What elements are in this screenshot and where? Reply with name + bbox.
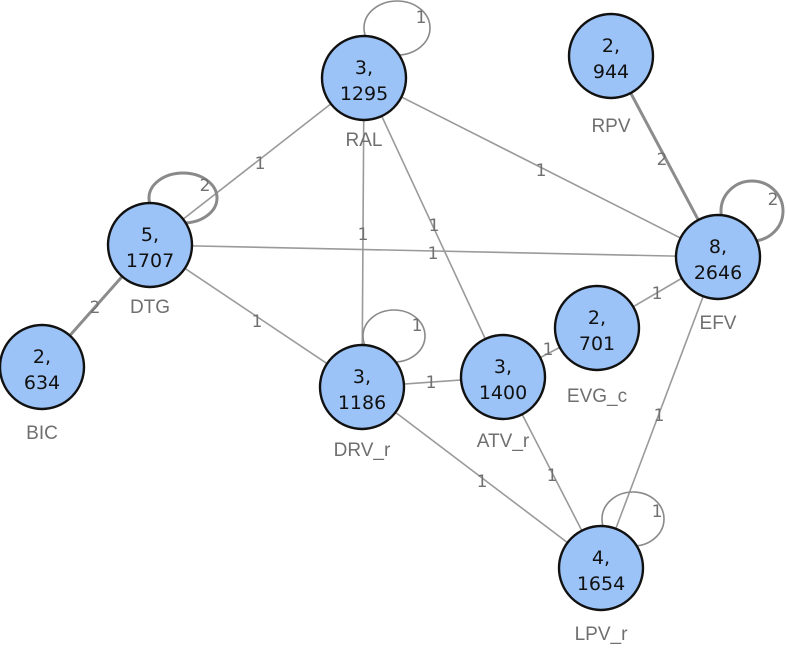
node-weight-text: 1707 (126, 250, 174, 272)
node-degree-text: 8, (709, 236, 727, 258)
node-circle (320, 34, 408, 122)
node-name-label: RAL (346, 130, 383, 151)
node-weight-text: 1295 (340, 83, 388, 105)
edge-labels-layer: 1 1 1 2 1 1 1 2 1 1 1 1 1 1 1 2 2 1 1 (90, 8, 779, 522)
edge-weight-label: 1 (654, 406, 665, 426)
edge-weight-label: 1 (477, 472, 488, 492)
node-degree-text: 2, (602, 35, 620, 57)
edge-dtg-ral (149, 77, 365, 246)
node-weight-text: 944 (593, 61, 629, 83)
node-name-label: DTG (130, 297, 170, 318)
self-loop-weight-label: 1 (412, 316, 423, 336)
edge-weight-label: 1 (358, 225, 369, 245)
node-degree-text: 4, (592, 547, 610, 569)
edge-ral-efv (363, 77, 719, 258)
node-degree-text: 2, (33, 346, 51, 368)
node-weight-text: 701 (579, 333, 615, 355)
node-weight-text: 1400 (479, 382, 527, 404)
edge-dtg-efv (149, 244, 719, 258)
node-name-label: ATV_r (477, 431, 530, 452)
edge-drv_r-lpv_r (361, 386, 602, 569)
node-name-label: BIC (26, 423, 58, 444)
node-circle (318, 343, 406, 431)
node-circle (0, 323, 86, 411)
edge-weight-label: 2 (657, 150, 668, 170)
edge-weight-label: 2 (90, 298, 101, 318)
node-weight-text: 1654 (577, 573, 625, 595)
edge-weight-label: 1 (547, 466, 558, 486)
node-circle (567, 12, 655, 100)
node-name-label: RPV (591, 116, 630, 137)
self-loop-weight-label: 1 (416, 8, 427, 28)
edge-weight-label: 1 (652, 284, 663, 304)
edge-efv-lpv_r (600, 256, 719, 569)
self-loop-weight-label: 1 (652, 502, 663, 522)
self-loop-weight-label: 2 (200, 176, 211, 196)
edge-ral-atv_r (363, 77, 504, 378)
edge-weight-label: 1 (252, 312, 263, 332)
node-degree-text: 2, (588, 307, 606, 329)
edge-weight-label: 1 (543, 340, 554, 360)
node-name-label: DRV_r (334, 440, 391, 461)
node-degree-text: 3, (494, 356, 512, 378)
node-circle (674, 213, 762, 301)
node-circle (553, 284, 641, 372)
node-circle (106, 201, 194, 289)
edge-weight-label: 1 (429, 216, 440, 236)
node-weight-text: 634 (24, 372, 60, 394)
node-degree-text: 3, (355, 57, 373, 79)
node-degree-text: 5, (141, 224, 159, 246)
node-weight-text: 2646 (694, 262, 742, 284)
edge-weight-label: 1 (428, 244, 439, 264)
node-degree-text: 3, (353, 366, 371, 388)
edge-weight-label: 1 (255, 154, 266, 174)
node-name-label: LPV_r (575, 624, 628, 645)
node-name-label: EFV (700, 313, 737, 334)
node-weight-text: 1186 (338, 392, 386, 414)
self-loop-weight-label: 2 (768, 190, 779, 210)
edge-weight-label: 1 (536, 161, 547, 181)
node-name-label: EVG_c (567, 386, 627, 407)
edge-weight-label: 1 (426, 373, 437, 393)
node-circle (459, 333, 547, 421)
node-circle (557, 524, 645, 612)
